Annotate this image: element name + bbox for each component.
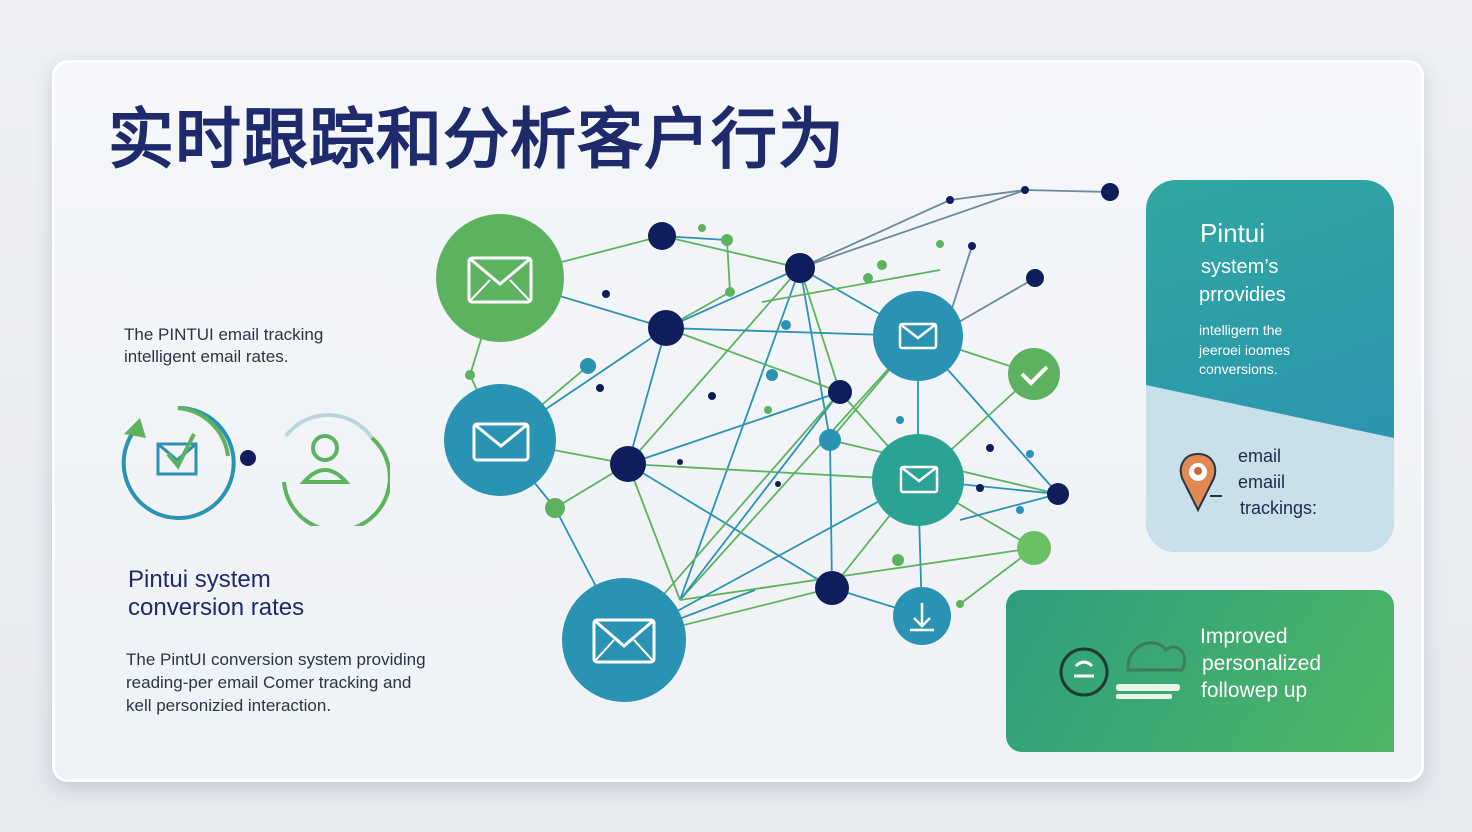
left-body-line2: reading-per email Comer tracking and [126,673,412,692]
download-icon [893,587,951,645]
network-navy-nodes [610,183,1119,605]
check-icon [1008,348,1060,400]
envelope-node-2 [444,384,556,496]
followup-line1: Improved [1200,625,1288,648]
left-caption-line1: The PINTUI email tracking [124,325,324,344]
left-body: The PintUI conversion system providing r… [126,648,426,717]
tracking-label2: emaiil [1238,472,1286,492]
left-body-line3: kell personizied interaction. [126,696,332,715]
followup-line3: followep up [1201,679,1308,702]
envelope-node-3 [562,578,686,702]
insight-panel-line2: prrovidies [1199,284,1286,306]
followup-line2: personalized [1202,652,1322,675]
insight-panel-line1: system’s [1201,256,1279,278]
left-subhead-line2: conversion rates [128,594,305,621]
insight-panel-title: Pintui [1200,218,1266,248]
envelope-node-4 [873,291,963,381]
left-icon-group [121,405,390,526]
network-small-dots [465,186,1034,608]
tracking-label1: email [1238,446,1282,466]
user-icon [282,412,390,526]
left-caption: The PINTUI email tracking intelligent em… [124,324,323,368]
envelope-node-5 [872,434,964,526]
left-caption-line2: intelligent email rates. [124,347,289,366]
followup-panel [1006,590,1394,752]
envelope-check-icon [121,405,236,520]
left-subhead-line1: Pintui system [128,566,271,593]
envelope-node-1 [436,214,564,342]
left-body-line1: The PintUI conversion system providing [126,650,426,669]
insight-panel-small1: intelligern the [1199,322,1283,338]
insight-panel-small2: jeeroei ioomes [1199,342,1291,358]
insight-panel-small3: conversions. [1199,361,1278,377]
green-node [1017,531,1051,565]
connector-dot [240,450,256,466]
left-subhead: Pintui system conversion rates [128,566,304,622]
location-pin-icon [1179,452,1222,513]
tracking-label3: trackings: [1240,498,1318,518]
page-title: 实时跟踪和分析客户行为 [108,101,845,178]
followup-icon [1059,641,1187,699]
